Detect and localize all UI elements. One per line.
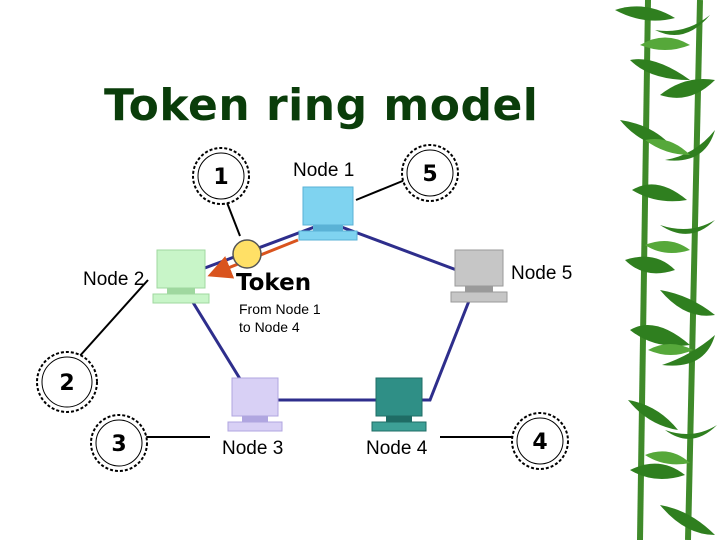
badge-4: 4	[511, 412, 569, 470]
badge-connectors	[77, 179, 512, 438]
token-subtitle-line2: to Node 4	[239, 319, 300, 335]
node1-computer-icon	[298, 186, 358, 241]
node4-computer-icon	[371, 377, 427, 432]
node3-computer-icon	[227, 377, 283, 432]
bamboo-leaves-light	[640, 37, 693, 465]
token-subtitle-line1: From Node 1	[239, 301, 321, 317]
badge-5: 5	[401, 144, 459, 202]
badge-3-number: 3	[111, 432, 126, 457]
badge-2-number: 2	[59, 371, 74, 396]
node5-computer-icon	[450, 249, 508, 303]
node5-label: Node 5	[511, 263, 573, 284]
badge-5-number: 5	[422, 162, 437, 187]
slide-title: Token ring model	[104, 80, 539, 131]
token-label: Token	[236, 270, 312, 296]
badge-2: 2	[36, 351, 98, 413]
badge-4-number: 4	[532, 430, 547, 455]
badge-3: 3	[90, 414, 148, 472]
node2-computer-icon	[152, 249, 210, 304]
node2-label: Node 2	[83, 269, 145, 290]
node1-label: Node 1	[293, 160, 355, 181]
node3-label: Node 3	[222, 438, 284, 459]
node4-label: Node 4	[366, 438, 428, 459]
token-subtitle: From Node 1 to Node 4	[239, 300, 359, 336]
badge-1: 1	[192, 147, 250, 205]
bamboo-leaves	[615, 6, 717, 535]
badge-1-number: 1	[213, 165, 228, 190]
token-icon	[232, 239, 262, 269]
